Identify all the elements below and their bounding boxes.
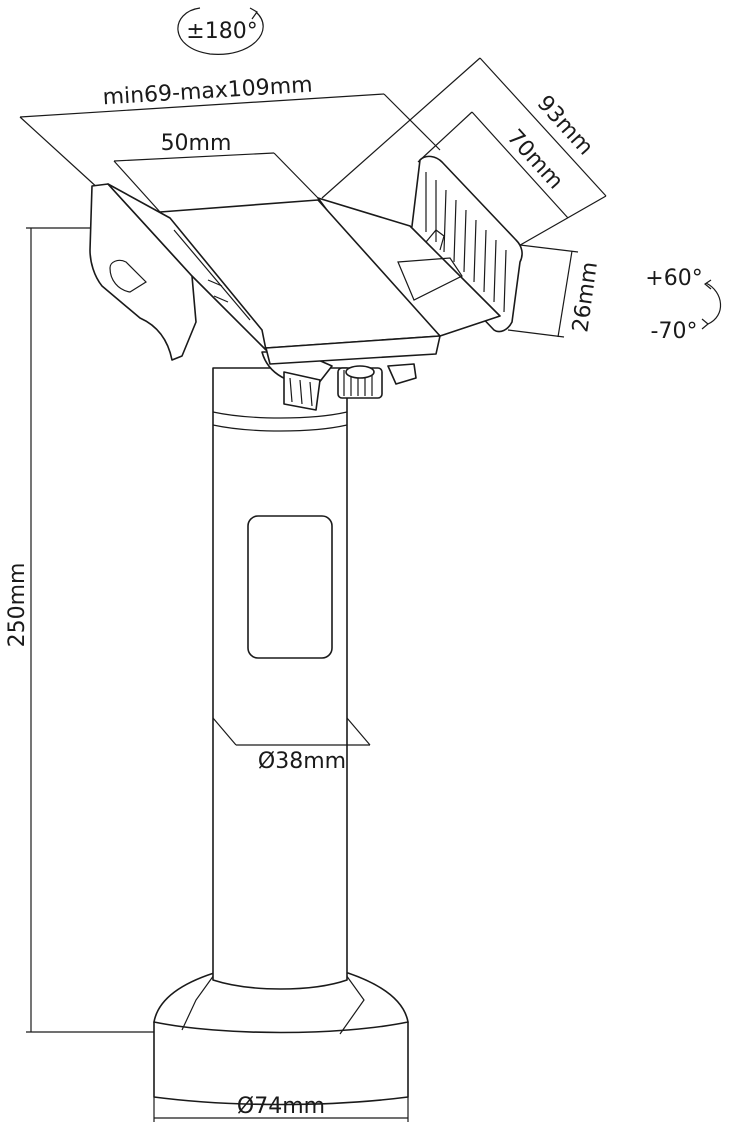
left-clamp-rail (107, 183, 267, 351)
base-cylinder (153, 1021, 409, 1106)
clamp-height-line (557, 250, 573, 338)
clamp-range-line (19, 93, 385, 118)
pole-diameter-ext-left (212, 717, 237, 746)
clamp-height-ext-top (519, 244, 579, 253)
base-dome (153, 972, 409, 1034)
right-tray-tab (425, 229, 445, 251)
tilt-arrowhead-down (701, 318, 709, 330)
left-clamp-rail-line (173, 229, 251, 321)
plate-width-label: 50mm (161, 131, 232, 156)
rotation-label: ±180° (186, 19, 257, 44)
depth-outer-ext-right (514, 195, 607, 249)
left-clamp-rail-detail (207, 279, 229, 303)
tilt-arrowhead-up (703, 279, 712, 290)
right-clamp-ribs (425, 172, 507, 313)
stand-base (153, 972, 409, 1106)
base-facet-right (339, 974, 365, 1035)
knob-grip-lines (343, 370, 373, 396)
pole-diameter-label: Ø38mm (258, 749, 346, 774)
depth-outer-ext-left (321, 57, 481, 199)
left-clamp-arm (89, 183, 197, 361)
knob-cap (345, 365, 375, 379)
tilt-down-label: -70° (651, 319, 698, 344)
stand-pole (212, 367, 348, 990)
tilt-up-label: +60° (645, 266, 702, 291)
pole-cable-cover (247, 515, 333, 659)
base-diameter-dimension: Ø74mm (153, 1094, 409, 1122)
right-tray-slot (397, 257, 463, 301)
rotation-arc (177, 7, 264, 55)
pole-body (212, 367, 348, 990)
pole-diameter-ext-right (346, 717, 371, 746)
depth-outer-line (479, 57, 607, 197)
clamp-range-ext-left (19, 116, 101, 191)
tilt-indicator: +60° -70° (645, 266, 722, 344)
clamp-height-dimension: 26mm (507, 244, 603, 338)
holder-assembly (89, 155, 523, 365)
pole-collar-bottom (212, 424, 348, 432)
height-label: 250mm (5, 563, 30, 648)
plate-width-ext-left (113, 160, 161, 213)
rotation-arrowhead (249, 7, 258, 20)
rotation-indicator: ±180° (177, 7, 264, 55)
base-diameter-label: Ø74mm (237, 1094, 325, 1119)
center-plate-edge (265, 335, 441, 365)
clamp-range-ext-right (383, 93, 441, 151)
depth-inner-ext-left (417, 111, 473, 163)
pole-collar-top (212, 411, 348, 419)
depth-inner-line (471, 111, 569, 219)
plate-width-line (113, 152, 275, 162)
plate-width-dimension: 50mm (113, 131, 319, 213)
clamp-height-ext-bottom (507, 329, 565, 338)
joint-hinge-right (387, 363, 417, 385)
tilt-arc (705, 282, 722, 325)
pole-diameter-dimension: Ø38mm (212, 717, 371, 774)
left-clamp-slot (109, 259, 147, 293)
joint-bracket-ribs (289, 377, 313, 407)
clamp-height-label: 26mm (568, 260, 603, 334)
base-facet-left (181, 974, 215, 1031)
plate-width-ext-right (273, 152, 319, 199)
